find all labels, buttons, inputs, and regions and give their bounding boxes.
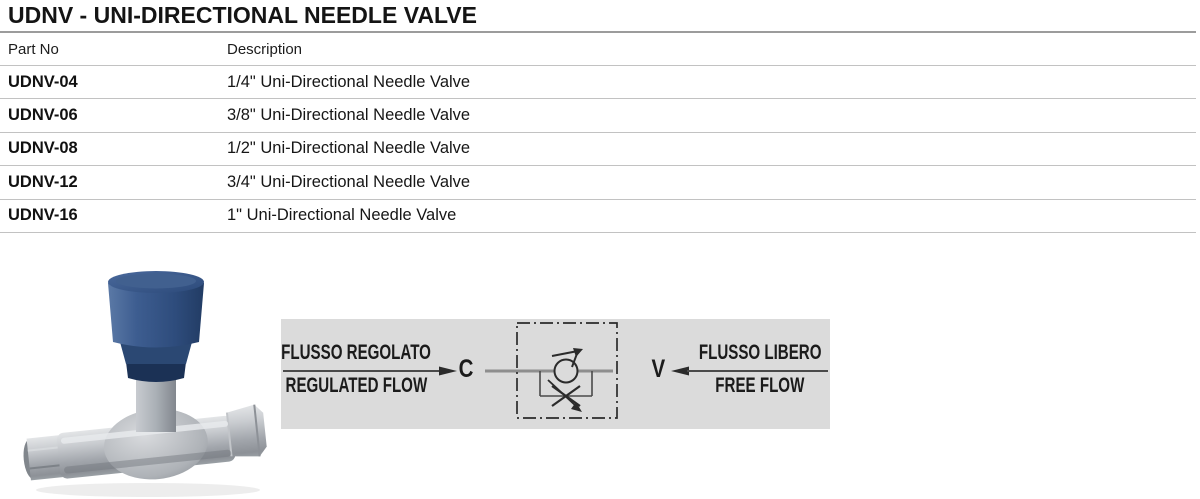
part-no-cell: UDNV-08 xyxy=(8,139,78,158)
valve-enclosure-box xyxy=(516,322,618,419)
table-row: UDNV-12 3/4" Uni-Directional Needle Valv… xyxy=(0,166,1196,200)
part-no-cell: UDNV-04 xyxy=(8,72,78,91)
valve-body xyxy=(23,404,267,481)
table-row: UDNV-04 1/4" Uni-Directional Needle Valv… xyxy=(0,66,1196,100)
part-no-cell: UDNV-12 xyxy=(8,172,78,191)
part-no-cell: UDNV-16 xyxy=(8,206,78,225)
table-row: UDNV-08 1/2" Uni-Directional Needle Valv… xyxy=(0,133,1196,167)
valve-knob xyxy=(108,271,204,382)
part-no-cell: UDNV-06 xyxy=(8,106,78,125)
needle-valve-illustration xyxy=(23,271,267,497)
description-cell: 1" Uni-Directional Needle Valve xyxy=(227,206,457,225)
description-cell: 1/4" Uni-Directional Needle Valve xyxy=(227,72,471,91)
title-divider xyxy=(0,31,1196,33)
valve-stem xyxy=(136,378,176,432)
page-title: UDNV - UNI-DIRECTIONAL NEEDLE VALVE xyxy=(8,2,477,28)
table-header-row: Part No Description xyxy=(0,33,1196,66)
flow-schematic-graphic xyxy=(283,322,828,419)
throttle-symbol xyxy=(547,379,582,412)
free-flow-arrow xyxy=(671,366,828,376)
description-cell: 3/8" Uni-Directional Needle Valve xyxy=(227,106,471,125)
needle-valve-photo xyxy=(18,252,278,498)
hydraulic-schematic-panel: FLUSSO REGOLATO REGULATED FLOW C V FLUSS… xyxy=(281,319,830,429)
table-row: UDNV-06 3/8" Uni-Directional Needle Valv… xyxy=(0,99,1196,133)
description-cell: 3/4" Uni-Directional Needle Valve xyxy=(227,172,471,191)
check-valve-symbol xyxy=(551,348,583,384)
parts-table: Part No Description UDNV-04 1/4" Uni-Dir… xyxy=(0,33,1196,233)
column-header-description: Description xyxy=(227,40,303,58)
column-header-part-no: Part No xyxy=(8,40,59,58)
regulated-flow-arrow xyxy=(283,366,457,376)
table-row: UDNV-16 1" Uni-Directional Needle Valve xyxy=(0,200,1196,233)
description-cell: 1/2" Uni-Directional Needle Valve xyxy=(227,139,471,158)
